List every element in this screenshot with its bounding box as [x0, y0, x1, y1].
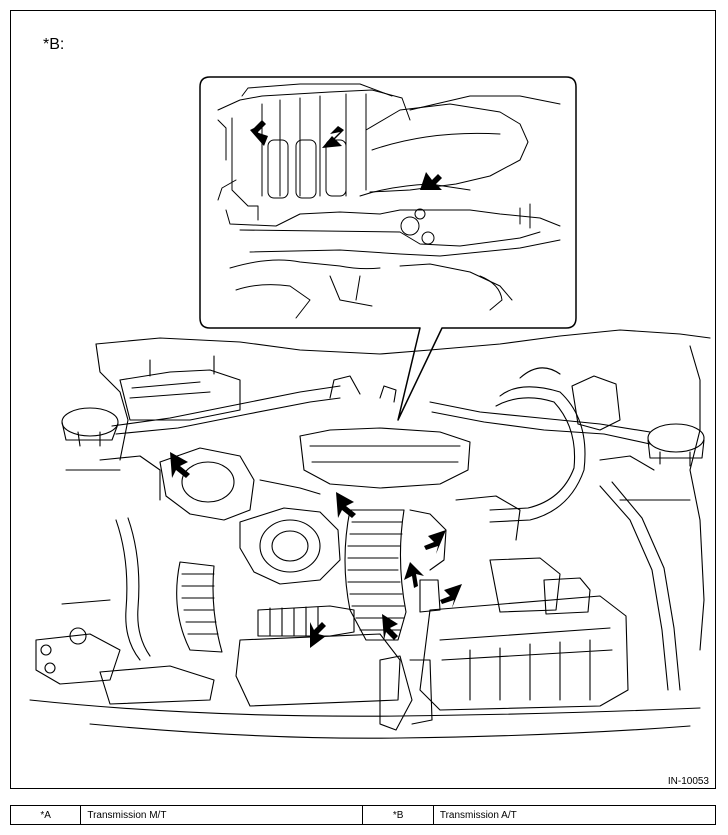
- arrow-indicator-icon: [440, 584, 462, 608]
- legend-row: *A Transmission M/T *B Transmission A/T: [9, 805, 717, 825]
- legend-value: Transmission M/T: [80, 805, 364, 825]
- arrow-indicator-icon: [250, 120, 268, 146]
- arrow-indicator-icon: [404, 562, 424, 588]
- inset-arrows: [250, 120, 442, 190]
- figure-frame: [10, 10, 716, 789]
- main-arrows: [170, 452, 462, 648]
- legend-value: Transmission A/T: [432, 805, 717, 825]
- arrow-indicator-icon: [170, 452, 190, 478]
- engine-bay: [29, 329, 711, 739]
- arrow-indicator-icon: [336, 492, 356, 518]
- legend-table: *A Transmission M/T *B Transmission A/T: [9, 805, 717, 825]
- callout-bubble: [199, 76, 577, 421]
- arrow-indicator-icon: [382, 614, 398, 640]
- arrow-indicator-icon: [322, 126, 344, 148]
- arrow-indicator-icon: [420, 172, 442, 190]
- inset-detail: [217, 83, 561, 319]
- arrow-indicator-icon: [310, 622, 326, 648]
- figure-id: IN-10053: [667, 776, 709, 787]
- legend-key: *A: [9, 805, 82, 825]
- legend-key: *B: [362, 805, 434, 825]
- view-label: *B:: [43, 36, 65, 53]
- arrow-indicator-icon: [424, 530, 446, 554]
